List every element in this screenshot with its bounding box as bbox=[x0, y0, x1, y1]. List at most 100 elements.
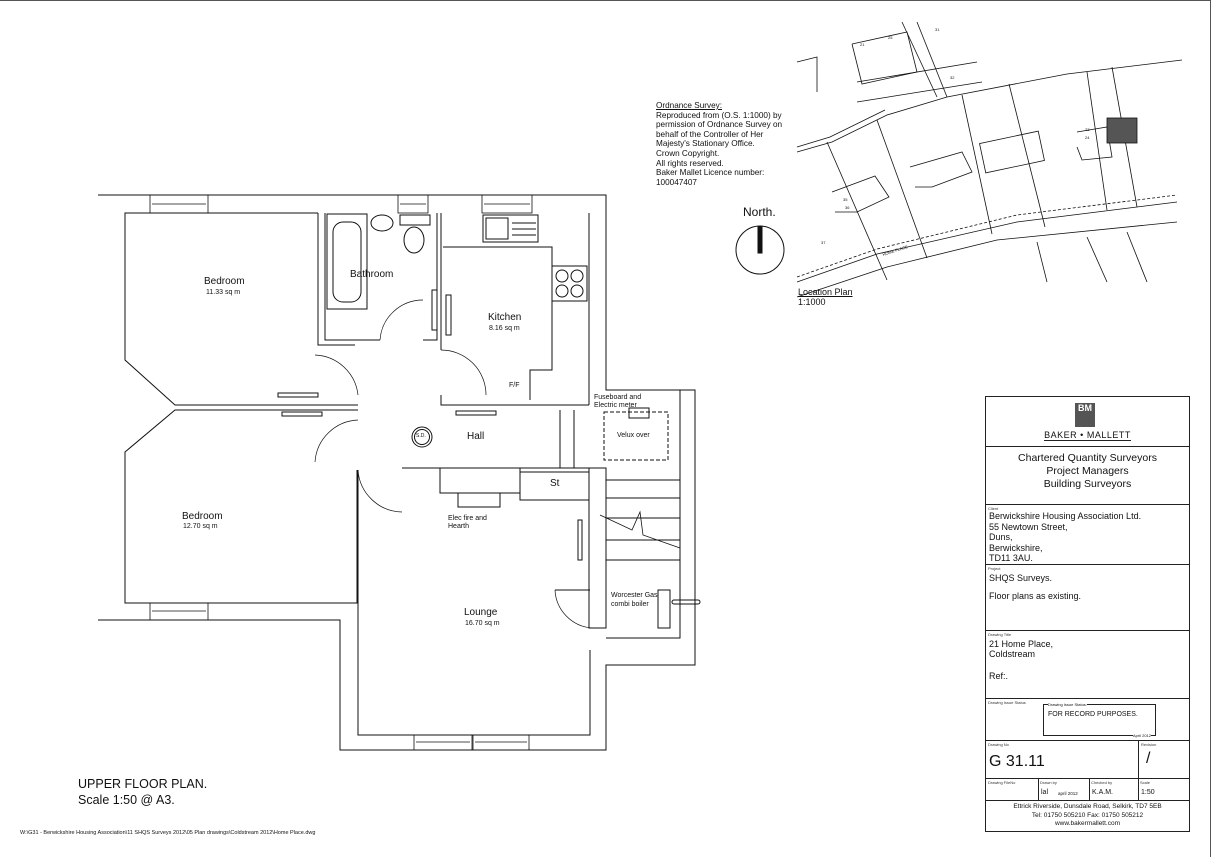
bedroom-1-walls bbox=[124, 212, 358, 406]
kitchen-walls bbox=[440, 213, 589, 406]
drawing-title-line: Coldstream bbox=[989, 649, 1036, 659]
hall-walls bbox=[277, 354, 589, 513]
flue bbox=[671, 599, 701, 605]
house-number: 36 bbox=[845, 205, 850, 210]
drawing-details-section: Drawing FileNo Drawn by lal april 2012 C… bbox=[986, 779, 1189, 801]
north-label: North. bbox=[743, 205, 776, 219]
revision-caption: Revision bbox=[1141, 742, 1157, 747]
drawing-no-caption: Drawing No bbox=[988, 742, 1009, 747]
ordnance-heading: Ordnance Survey: bbox=[656, 101, 722, 110]
service-line: Chartered Quantity Surveyors bbox=[1018, 452, 1157, 464]
drawn-date: april 2012 bbox=[1058, 791, 1078, 796]
services-section: Chartered Quantity Surveyors Project Man… bbox=[986, 447, 1189, 505]
client-line: 55 Newtown Street, bbox=[989, 521, 1068, 532]
company-logo-section: BM BAKER • MALLETT bbox=[986, 397, 1189, 447]
checked-by-cell: Checked by K.A.M. bbox=[1089, 779, 1139, 800]
drawing-title-section: Drawing Title 21 Home Place, Coldstream … bbox=[986, 631, 1189, 699]
radiator bbox=[277, 392, 319, 398]
fuseboard-label: Fuseboard and bbox=[594, 394, 642, 401]
scale-cell: Scale 1:50 bbox=[1138, 779, 1188, 800]
drawing-number-section: Drawing No G 31.11 Revision / bbox=[986, 741, 1189, 779]
radiator bbox=[281, 411, 323, 417]
room-label: Hall bbox=[467, 431, 485, 442]
north-arrow-icon bbox=[735, 225, 785, 275]
drawing-title-line: 21 Home Place, bbox=[989, 639, 1054, 649]
subject-property bbox=[1106, 117, 1138, 144]
ordnance-line: Reproduced from (O.S. 1:1000) by bbox=[656, 110, 782, 120]
company-website[interactable]: www.bakermallett.com bbox=[1054, 820, 1121, 827]
house-number: 32 bbox=[950, 75, 955, 80]
checked-by-caption: Checked by bbox=[1091, 780, 1113, 785]
file-path: W:\G31 - Berwickshire Housing Associatio… bbox=[20, 830, 316, 836]
ordnance-line: 100047407 bbox=[656, 177, 697, 187]
location-plan-scale: 1:1000 bbox=[798, 297, 826, 307]
file-no-cell: Drawing FileNo bbox=[986, 779, 1039, 800]
smoke-detector-label: S.D. bbox=[416, 433, 426, 439]
project-line: SHQS Surveys. bbox=[989, 573, 1053, 583]
client-line: Berwickshire Housing Association Ltd. bbox=[989, 511, 1142, 521]
radiator bbox=[577, 519, 583, 561]
sink-unit bbox=[482, 214, 539, 243]
room-label: Bedroom bbox=[182, 511, 223, 522]
scale-caption: Scale bbox=[1140, 780, 1151, 785]
house-number: 24 bbox=[1085, 135, 1090, 140]
radiator bbox=[431, 289, 438, 331]
bathroom-walls bbox=[324, 213, 438, 341]
ref-label: Ref:. bbox=[989, 671, 1009, 681]
drawn-by: lal bbox=[1041, 789, 1049, 796]
logo-icon: BM bbox=[1075, 403, 1095, 427]
road-edge bbox=[796, 201, 1178, 283]
issue-date: April 2012 bbox=[1132, 733, 1151, 738]
room-area: 16.70 sq m bbox=[465, 620, 500, 627]
room-label: Lounge bbox=[464, 607, 498, 618]
issue-status-box: Drawing Issue Status: FOR RECORD PURPOSE… bbox=[1043, 702, 1156, 738]
client-line: TD11 3AU. bbox=[989, 553, 1033, 563]
project-caption: Project bbox=[988, 566, 1001, 571]
house-number: 37 bbox=[821, 240, 826, 245]
house-number: 25 bbox=[888, 35, 893, 40]
drawn-by-cell: Drawn by lal april 2012 bbox=[1038, 779, 1090, 800]
radiator bbox=[445, 294, 452, 336]
ordnance-line: behalf of the Controller of Her bbox=[656, 129, 764, 139]
chimney-breast bbox=[439, 467, 521, 494]
project-section: Project SHQS Surveys. Floor plans as exi… bbox=[986, 565, 1189, 631]
client-line: Berwickshire, bbox=[989, 542, 1043, 553]
client-section: Client Berwickshire Housing Association … bbox=[986, 505, 1189, 565]
room-area: 8.16 sq m bbox=[489, 325, 520, 332]
combi-boiler bbox=[657, 589, 671, 629]
drawing-title-caption: Drawing Title bbox=[988, 632, 1012, 637]
room-area: 11.33 sq m bbox=[206, 289, 241, 296]
house-number: 23 bbox=[1085, 127, 1090, 132]
ordnance-line: Baker Mallet Licence number: bbox=[656, 168, 765, 178]
service-line: Project Managers bbox=[1046, 465, 1129, 477]
fire-label: Hearth bbox=[448, 523, 470, 530]
store-label: St bbox=[550, 478, 560, 489]
revision: / bbox=[1146, 750, 1151, 767]
house-number: 21 bbox=[860, 42, 865, 47]
fridge-freezer-label: F/F bbox=[509, 382, 520, 389]
fuseboard-label: Electric meter bbox=[594, 402, 637, 409]
scale: 1:50 bbox=[1141, 789, 1155, 796]
location-plan-map bbox=[796, 21, 1183, 298]
velux-label: Velux over bbox=[617, 432, 650, 439]
toilet bbox=[403, 226, 425, 254]
wash-basin bbox=[370, 214, 394, 232]
ordnance-line: Crown Copyright. bbox=[656, 148, 720, 158]
location-plan-title: Location Plan bbox=[798, 287, 853, 297]
room-label: Kitchen bbox=[488, 312, 522, 323]
company-name: BAKER • MALLETT bbox=[1044, 430, 1131, 441]
room-label: Bedroom bbox=[204, 276, 245, 287]
plan-scale: Scale 1:50 @ A3. bbox=[78, 793, 175, 807]
ordnance-line: Majesty's Stationary Office. bbox=[656, 139, 755, 149]
company-address: Ettrick Riverside, Dunsdale Road, Selkir… bbox=[1013, 803, 1162, 810]
project-line: Floor plans as existing. bbox=[989, 591, 1082, 601]
smoke-detector-icon bbox=[411, 426, 433, 448]
client-caption: Client bbox=[988, 506, 999, 511]
radiator bbox=[455, 410, 497, 416]
bath bbox=[326, 213, 368, 310]
file-no-caption: Drawing FileNo bbox=[988, 780, 1016, 785]
issue-status: FOR RECORD PURPOSES. bbox=[1048, 711, 1138, 718]
velux-outline bbox=[603, 411, 669, 461]
